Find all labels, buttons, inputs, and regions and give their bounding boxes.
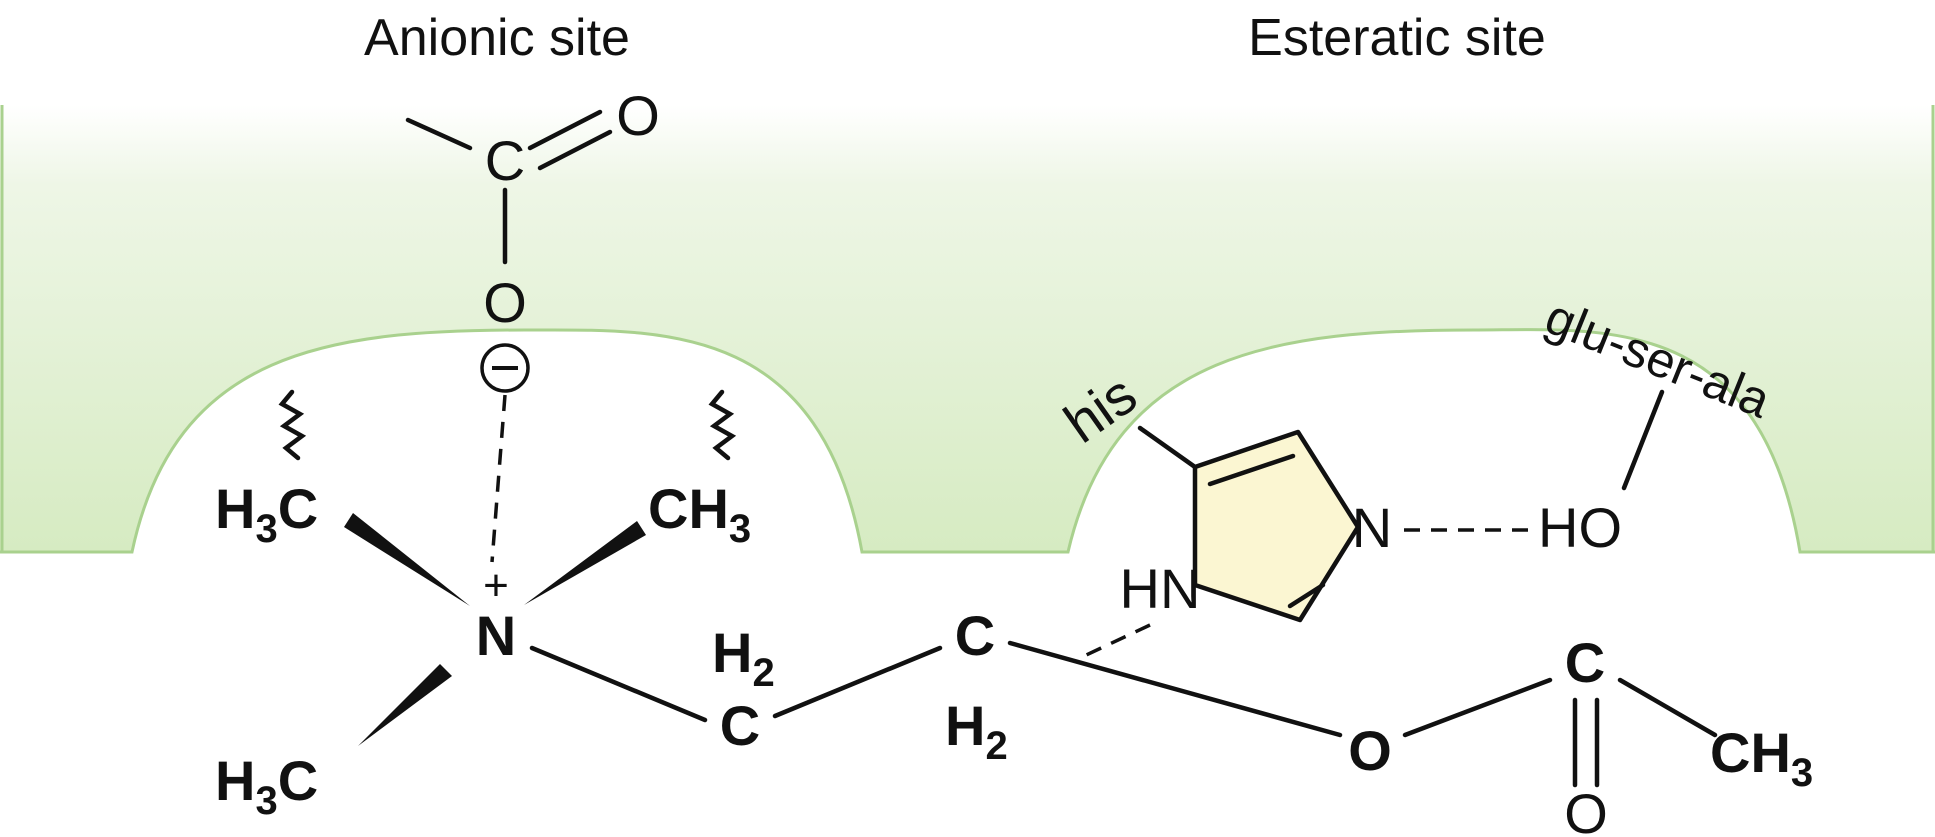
bond-n-ch2 bbox=[529, 645, 708, 723]
atom-ring-n: N bbox=[1352, 496, 1392, 559]
atom-hn: HN bbox=[1120, 557, 1201, 620]
bond-ch2-ester-o bbox=[1007, 640, 1343, 738]
methyl-h3c-bottom: H3C bbox=[215, 749, 318, 823]
atom-carbonyl-o: O bbox=[616, 84, 660, 147]
n-plus-charge: + bbox=[483, 561, 509, 610]
atom-carboxylate-o: O bbox=[483, 271, 527, 334]
bond-his-ring bbox=[1137, 425, 1198, 470]
methyl-ch3-end: CH3 bbox=[1710, 721, 1813, 795]
bond-c-o-double-2 bbox=[537, 129, 613, 171]
ring-double-bond-lower bbox=[1287, 582, 1326, 609]
methyl-h3c-upper-left: H3C bbox=[215, 477, 318, 551]
ch2-h-upper: H2 bbox=[712, 621, 775, 695]
minus-charge-circle bbox=[480, 343, 530, 393]
bond-ester-c-ch3 bbox=[1617, 677, 1718, 738]
bond-c-o-double-1 bbox=[527, 109, 603, 151]
anionic-pocket-edge bbox=[0, 328, 1935, 554]
hydrophobic-zigzag-right bbox=[708, 389, 737, 461]
atom-carbonyl-c: C bbox=[485, 129, 525, 192]
ionic-interaction-dash bbox=[490, 394, 507, 563]
atom-ester-c: C bbox=[1565, 631, 1605, 694]
esteratic-site-label: Esteratic site bbox=[1248, 9, 1546, 67]
anionic-site-label: Anionic site bbox=[364, 9, 630, 67]
h-bond-hn-chain bbox=[1081, 623, 1151, 659]
hydrophobic-zigzag-left bbox=[278, 389, 307, 461]
bond-c-methyl-top bbox=[405, 117, 473, 151]
atom-nitrogen: N bbox=[476, 604, 516, 667]
wedge-bond-upper-right bbox=[524, 521, 646, 605]
ring-double-bond-top bbox=[1207, 453, 1296, 487]
enzyme-surface bbox=[0, 105, 1935, 552]
ch2-h-lower: H2 bbox=[945, 694, 1008, 768]
imidazole-ring bbox=[1192, 429, 1361, 623]
atom-ester-carbonyl-o: O bbox=[1564, 782, 1608, 837]
wedge-bond-upper-left bbox=[344, 513, 470, 606]
atom-ho: HO bbox=[1538, 496, 1622, 559]
bond-ester-o-c bbox=[1402, 677, 1553, 738]
bond-ho-ser bbox=[1621, 389, 1665, 491]
ch2-c-lower: C bbox=[720, 694, 760, 757]
methyl-ch3-upper-right: CH3 bbox=[648, 477, 751, 551]
wedge-bond-lower-left bbox=[358, 664, 452, 746]
atom-ester-o: O bbox=[1348, 719, 1392, 782]
bond-ch2-ch2 bbox=[772, 645, 943, 719]
ch2-c-upper: C bbox=[955, 604, 995, 667]
